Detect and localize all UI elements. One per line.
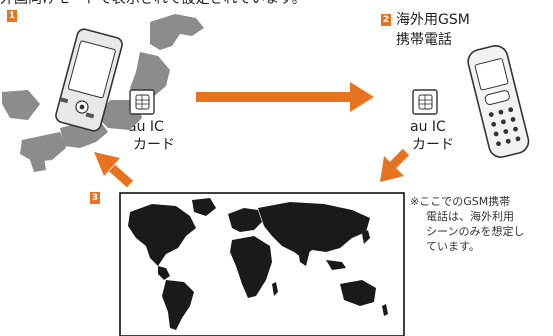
arrow-right-icon — [196, 82, 374, 112]
gsm-note: ※ここでのGSM携帯 電話は、海外利用 シーンのみを想定し ています。 — [410, 194, 548, 254]
step-1-badge: 1 — [7, 10, 17, 22]
step-2-badge: 2 — [381, 14, 391, 26]
world-map — [119, 192, 405, 336]
left-card-caption-line2: カード — [133, 137, 175, 153]
gsm-phone-caption-line2: 携帯電話 — [396, 32, 452, 48]
left-ic-card-icon — [129, 89, 155, 115]
cut-header-text: 外国向けモードで表示されて設定されています。 — [0, 0, 553, 8]
note-line-4: ています。 — [426, 240, 480, 253]
gsm-phone-caption-line1: 海外用GSM — [396, 12, 470, 28]
step-3-badge: 3 — [90, 192, 100, 204]
arrow-up-left-icon — [94, 152, 133, 188]
smartphone-icon — [55, 28, 123, 132]
note-line-2: 電話は、海外利用 — [426, 210, 514, 223]
gsm-phone-icon — [467, 44, 530, 158]
note-line-1: ※ここでのGSM携帯 — [410, 195, 511, 208]
arrow-down-left-icon — [380, 148, 410, 182]
right-card-caption-line1: au IC — [410, 119, 446, 135]
right-ic-card-icon — [412, 89, 438, 115]
note-line-3: シーンのみを想定し — [426, 225, 525, 238]
right-card-caption-line2: カード — [412, 137, 454, 153]
